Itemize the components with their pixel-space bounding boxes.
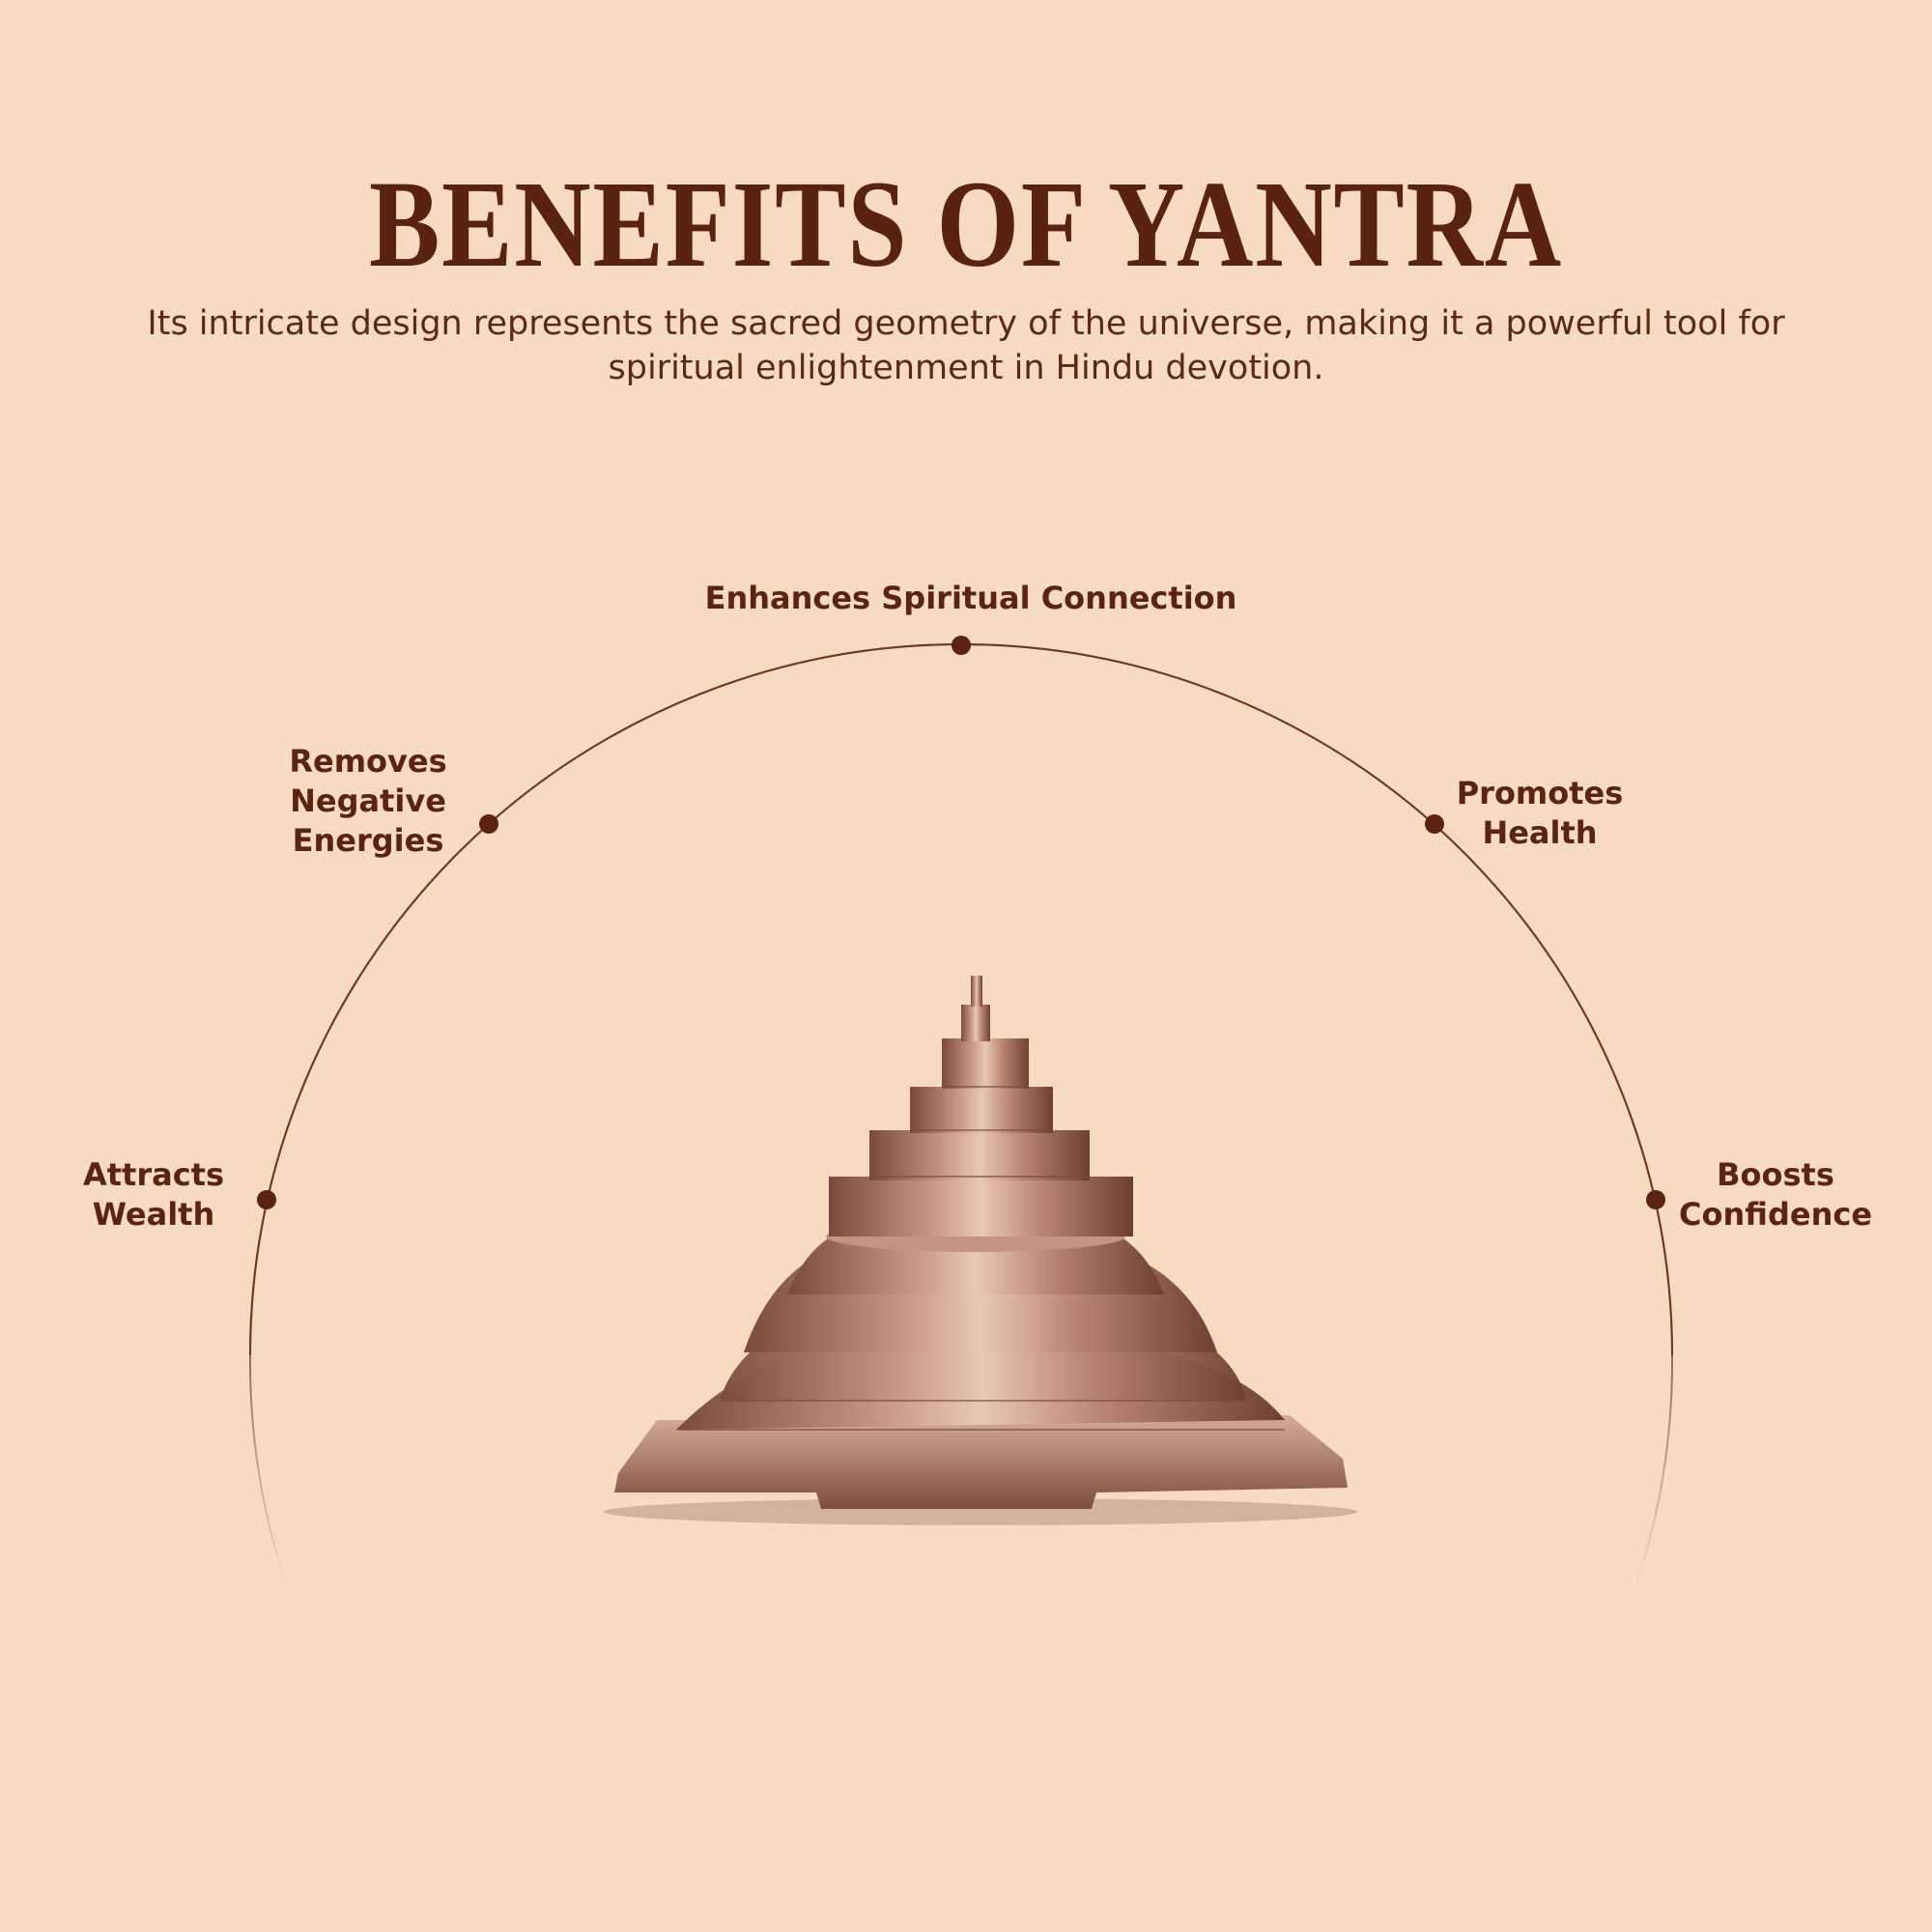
label-line: Negative xyxy=(290,782,446,819)
benefit-label-attracts-wealth: Attracts Wealth xyxy=(83,1155,224,1235)
label-line: Confidence xyxy=(1678,1196,1873,1233)
benefit-dot xyxy=(1425,814,1444,834)
label-line: Enhances Spiritual Connection xyxy=(704,580,1237,616)
benefit-label-boosts-confidence: Boosts Confidence xyxy=(1679,1155,1872,1235)
label-line: Wealth xyxy=(92,1196,215,1233)
label-line: Energies xyxy=(292,822,444,859)
page-title: BENEFITS OF YANTRA xyxy=(369,156,1563,293)
benefit-label-promotes-health: Promotes Health xyxy=(1457,774,1624,853)
label-line: Removes xyxy=(289,743,447,780)
page-subtitle: Its intricate design represents the sacr… xyxy=(58,301,1874,390)
yantra-image xyxy=(604,976,1357,1525)
subtitle-line: spiritual enlightenment in Hindu devotio… xyxy=(608,349,1324,387)
label-line: Attracts xyxy=(82,1156,225,1193)
benefit-dot xyxy=(952,636,971,655)
benefit-dot xyxy=(1646,1190,1665,1209)
benefit-dot xyxy=(479,814,498,834)
benefit-label-enhances-spiritual-connection: Enhances Spiritual Connection xyxy=(705,579,1237,618)
label-line: Promotes xyxy=(1456,775,1624,811)
benefit-dot xyxy=(257,1190,276,1209)
benefit-label-removes-negative-energies: Removes Negative Energies xyxy=(289,742,446,861)
subtitle-line: Its intricate design represents the sacr… xyxy=(147,304,1785,343)
label-line: Health xyxy=(1482,814,1598,851)
label-line: Boosts xyxy=(1717,1156,1834,1193)
